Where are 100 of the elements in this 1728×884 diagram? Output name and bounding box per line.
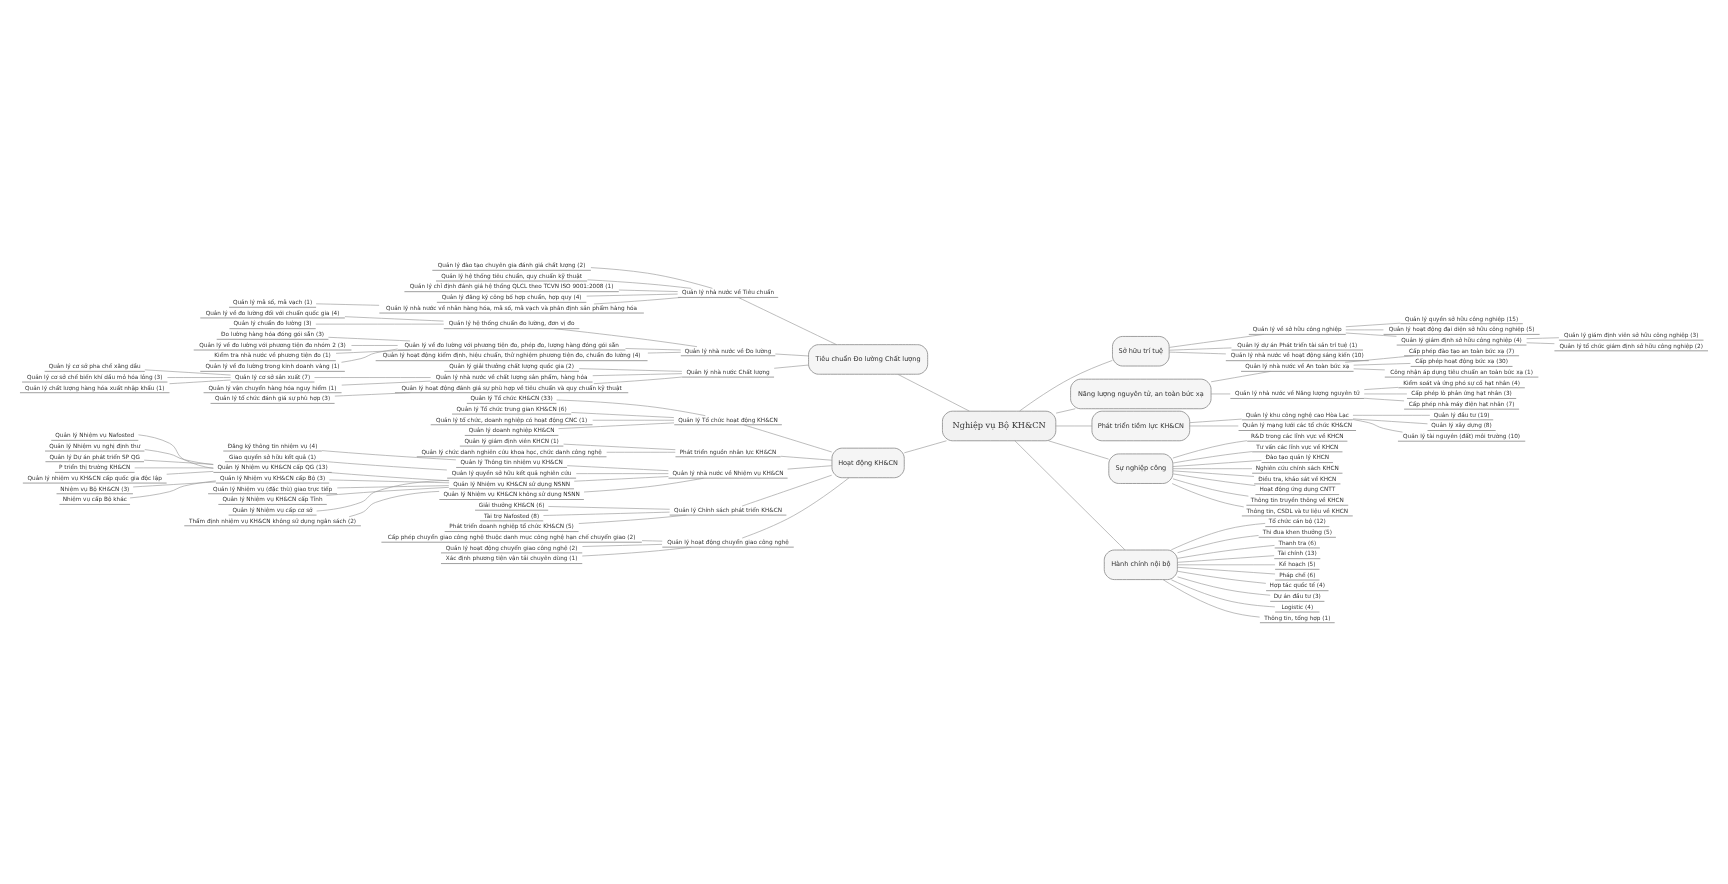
connector (1177, 555, 1275, 563)
connector (593, 297, 682, 305)
connector (1352, 419, 1403, 433)
connector (1177, 576, 1271, 596)
connector (144, 449, 214, 465)
connector (132, 481, 217, 488)
connector (741, 474, 833, 507)
connector (618, 289, 679, 292)
connector (351, 345, 398, 346)
connector (590, 267, 713, 289)
connector (1177, 566, 1276, 575)
connector (167, 377, 231, 378)
connector (566, 465, 669, 472)
connector (554, 328, 698, 347)
connector (166, 471, 214, 475)
connector (587, 279, 692, 289)
connector (1177, 570, 1267, 584)
connector (1019, 360, 1113, 412)
connector (741, 477, 850, 539)
connector (328, 336, 411, 342)
connector (606, 451, 676, 453)
connector (334, 392, 411, 397)
connector (1055, 425, 1093, 427)
connector (1172, 470, 1255, 477)
connector (1048, 440, 1109, 460)
connector (1172, 468, 1253, 470)
connector (1210, 371, 1271, 383)
connector (1169, 347, 1232, 351)
connector (573, 476, 669, 482)
connector (1345, 329, 1384, 331)
connector (144, 369, 231, 376)
connector (1177, 535, 1259, 554)
connector (1172, 478, 1249, 497)
connector (773, 364, 809, 369)
connector (337, 485, 450, 489)
connector (743, 424, 833, 453)
connector (138, 434, 214, 469)
connector (1345, 332, 1397, 337)
connector (548, 506, 671, 510)
connector (1170, 523, 1266, 551)
connector (1352, 418, 1428, 425)
connector (775, 353, 809, 357)
connector (1169, 351, 1227, 355)
connector (581, 546, 692, 557)
connector (329, 479, 450, 484)
connector (344, 316, 444, 322)
connector (314, 377, 431, 378)
connector (326, 487, 450, 496)
connector (316, 480, 450, 512)
connector (578, 368, 683, 372)
connector (1353, 368, 1386, 371)
connector (335, 349, 411, 354)
connector (586, 293, 678, 297)
connector (169, 379, 231, 385)
connector (143, 459, 214, 465)
connector (1344, 355, 1414, 363)
connector (592, 373, 683, 376)
connector (1189, 418, 1242, 423)
connector (341, 380, 431, 386)
connector (543, 511, 670, 516)
connector (1014, 440, 1126, 551)
connector (571, 412, 675, 418)
connector (1363, 387, 1399, 390)
connector (319, 460, 448, 471)
connector (1363, 397, 1405, 402)
connector (1172, 473, 1256, 486)
connector (326, 472, 450, 482)
connector (625, 348, 681, 351)
connector (1363, 393, 1408, 395)
connector (321, 450, 457, 461)
connector (1171, 483, 1245, 508)
connector (1177, 564, 1276, 566)
connector (1055, 408, 1076, 414)
connector (1162, 579, 1260, 618)
connector (315, 303, 380, 306)
connector (1352, 414, 1431, 416)
connector (1189, 425, 1239, 427)
connector (780, 455, 833, 461)
connector (738, 297, 837, 345)
connector (1526, 342, 1555, 345)
connector (1172, 451, 1253, 464)
connector (134, 467, 214, 469)
connector (575, 473, 669, 474)
connector (1170, 579, 1276, 608)
connector (593, 376, 683, 384)
connector (787, 465, 833, 470)
connector (563, 443, 676, 450)
connector (558, 422, 675, 429)
connector (592, 419, 675, 421)
connector (647, 351, 682, 354)
connector (582, 544, 663, 547)
connector (315, 323, 445, 325)
connector (1172, 460, 1262, 467)
connector (1353, 363, 1411, 366)
connector (1172, 440, 1248, 459)
connector (578, 514, 687, 524)
connector (129, 480, 217, 499)
connector (1345, 322, 1401, 328)
connector (641, 540, 663, 542)
connector (341, 348, 398, 363)
